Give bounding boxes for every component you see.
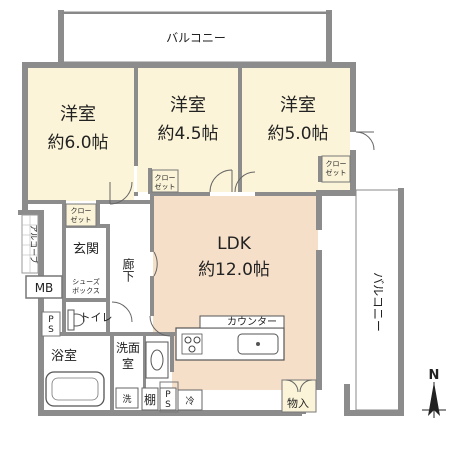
western-room-left-floor (27, 66, 134, 201)
toilet-label: トイレ (80, 311, 113, 324)
ldk-name: LDK (217, 234, 252, 254)
shelf-label: 棚 (144, 392, 156, 407)
closet-mid-label-1: クロー (155, 174, 176, 182)
stove-icon (181, 333, 203, 355)
storage-label: 物入 (287, 396, 309, 410)
mb-box (25, 275, 63, 299)
washer-box (115, 387, 139, 409)
ps-left-1: P (48, 315, 54, 325)
washroom-label-1: 洗面 (116, 341, 140, 355)
fixtures (45, 309, 317, 413)
closets (65, 155, 351, 227)
closet-left-label-2: ゼット (71, 215, 92, 224)
doors (109, 131, 375, 337)
western-right-name: 洋室 (280, 95, 316, 116)
washroom-label-2: 室 (122, 356, 134, 371)
bath-label: 浴室 (51, 348, 77, 364)
washbasin-icon (145, 341, 169, 379)
closet-mid-label-2: ゼット (155, 182, 176, 191)
outer-walls (18, 62, 356, 416)
balcony-top (58, 10, 332, 68)
labels: バルコニー 洋室 約6.0帖 洋室 約4.5帖 洋室 約5.0帖 LDK 約12… (29, 31, 439, 410)
fridge-box (177, 389, 203, 411)
counter-label: カウンター (227, 316, 277, 328)
north-label: N (429, 368, 440, 383)
washer-label: 洗 (122, 393, 131, 405)
ps-mid-2: S (165, 400, 171, 410)
inner-walls (28, 66, 322, 413)
western-right-size: 約5.0帖 (267, 124, 328, 144)
ps-left-2: S (48, 325, 54, 335)
closet-right-label-1: クロー (326, 160, 347, 168)
ldk-size: 約12.0帖 (198, 260, 270, 280)
fridge-label: 冷 (185, 395, 194, 407)
western-mid-name: 洋室 (170, 95, 206, 116)
north-arrow-icon (422, 382, 446, 418)
balcony-right-label: バルコニー (371, 272, 385, 332)
balcony-right (344, 188, 404, 416)
mb-label: MB (35, 281, 54, 295)
western-mid-size: 約4.5帖 (157, 124, 218, 144)
closet-right-label-2: ゼット (326, 168, 347, 177)
closet-left-label-1: クロー (71, 207, 92, 215)
balcony-top-label: バルコニー (166, 31, 226, 45)
alcove-area (21, 214, 63, 337)
storage-box (281, 379, 317, 413)
bathtub-icon (45, 371, 105, 407)
western-left-name: 洋室 (60, 104, 96, 125)
shoe-box-label-2: ボックス (72, 287, 100, 295)
shelf-box (141, 387, 159, 411)
alcove-label: アルコーブ (29, 224, 39, 263)
shoe-box-label-1: シューズ (72, 277, 100, 286)
western-left-size: 約6.0帖 (47, 133, 108, 153)
corridor-label: 廊下 (121, 257, 135, 282)
entrance-label: 玄関 (73, 242, 99, 257)
ps-mid-1: P (165, 390, 171, 400)
